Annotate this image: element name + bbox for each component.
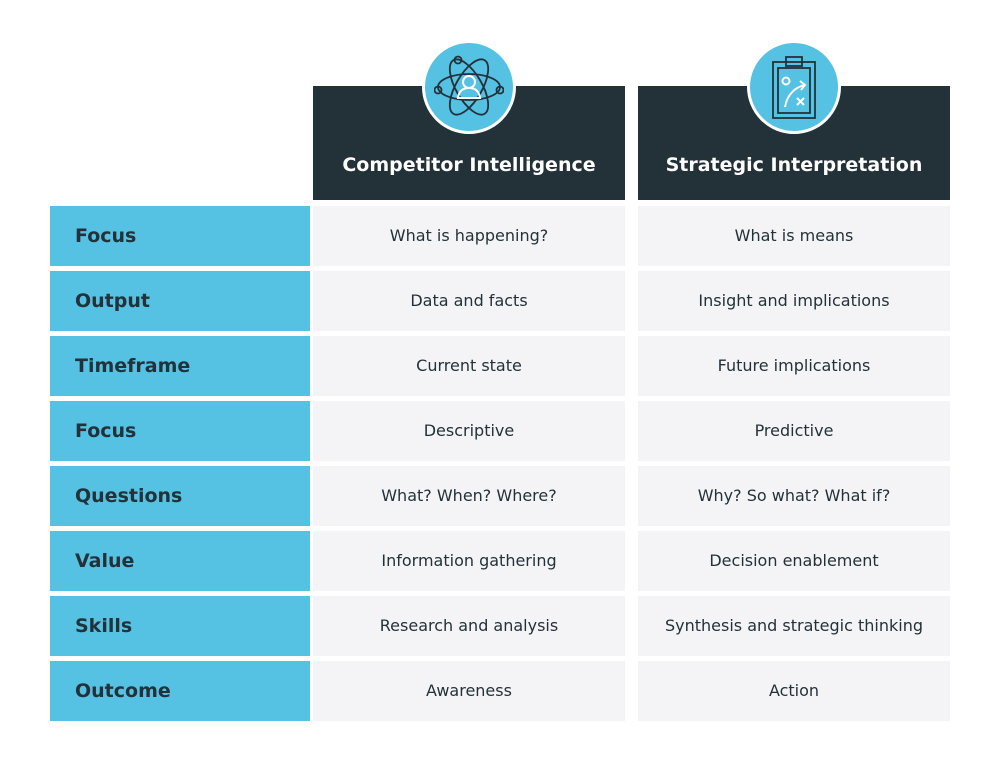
competitor-intelligence-cell: Current state xyxy=(313,336,625,396)
competitor-intelligence-cell: Awareness xyxy=(313,661,625,721)
atom-person-icon xyxy=(422,40,516,134)
column-title: Competitor Intelligence xyxy=(342,154,596,176)
strategic-interpretation-cell: Why? So what? What if? xyxy=(638,466,950,526)
competitor-intelligence-cell: What? When? Where? xyxy=(313,466,625,526)
strategic-interpretation-cell: What is means xyxy=(638,206,950,266)
competitor-intelligence-cell: What is happening? xyxy=(313,206,625,266)
row-label: Skills xyxy=(50,596,310,656)
competitor-intelligence-cell: Descriptive xyxy=(313,401,625,461)
strategic-interpretation-cell: Action xyxy=(638,661,950,721)
row-label: Outcome xyxy=(50,661,310,721)
row-label: Focus xyxy=(50,401,310,461)
clipboard-strategy-icon xyxy=(747,40,841,134)
strategic-interpretation-cell: Insight and implications xyxy=(638,271,950,331)
strategic-interpretation-cell: Future implications xyxy=(638,336,950,396)
strategic-interpretation-cell: Decision enablement xyxy=(638,531,950,591)
row-label: Timeframe xyxy=(50,336,310,396)
competitor-intelligence-cell: Data and facts xyxy=(313,271,625,331)
strategic-interpretation-cell: Predictive xyxy=(638,401,950,461)
competitor-intelligence-cell: Information gathering xyxy=(313,531,625,591)
row-label: Questions xyxy=(50,466,310,526)
column-title: Strategic Interpretation xyxy=(665,154,923,176)
row-label: Value xyxy=(50,531,310,591)
row-label: Focus xyxy=(50,206,310,266)
row-label: Output xyxy=(50,271,310,331)
strategic-interpretation-cell: Synthesis and strategic thinking xyxy=(638,596,950,656)
competitor-intelligence-cell: Research and analysis xyxy=(313,596,625,656)
